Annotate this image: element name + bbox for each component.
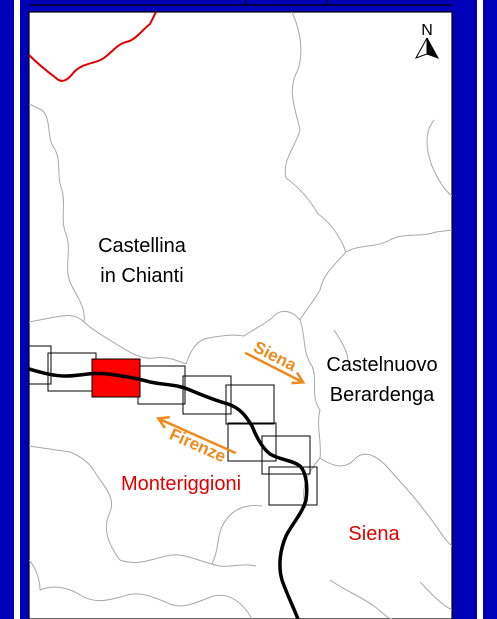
north-arrow-icon: N	[414, 22, 440, 59]
north-arrow-label: N	[421, 22, 433, 39]
route-tile	[28, 345, 52, 385]
map-area	[28, 11, 453, 619]
province-border	[28, 11, 157, 82]
direction-firenze-shaft	[158, 417, 237, 455]
direction-siena-shaft	[244, 351, 303, 384]
label-castellina-line2: in Chianti	[100, 265, 183, 287]
route-line	[27, 367, 309, 619]
label-siena: Siena	[348, 523, 400, 545]
route-tile	[182, 375, 232, 415]
label-castelnuovo-line2: Berardenga	[330, 384, 435, 406]
direction-firenze-head	[156, 415, 170, 429]
label-monteriggioni: Monteriggioni	[121, 473, 241, 495]
label-castelnuovo-line1: Castelnuovo	[326, 354, 437, 376]
header-fragment	[29, 0, 452, 6]
route-tile	[261, 435, 311, 475]
route-tile	[268, 466, 318, 506]
direction-siena-head	[291, 371, 306, 385]
label-castellina-line1: Castellina	[98, 235, 187, 257]
